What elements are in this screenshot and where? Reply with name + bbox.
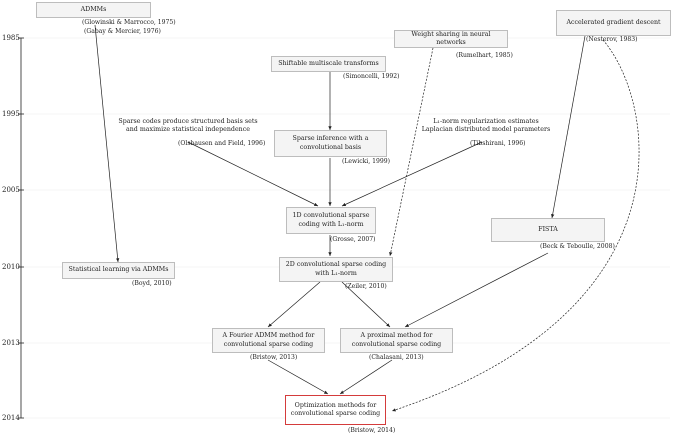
node-sparse-inference: Sparse inference with a convolutional ba…	[274, 130, 387, 157]
citation-optimization-methods: (Bristow, 2014)	[348, 427, 396, 434]
citation-conv2d: (Zeiler, 2010)	[345, 283, 387, 290]
node-accelerated-gradient: Accelerated gradient descent	[556, 10, 671, 36]
year-label-2014: 2014	[2, 414, 20, 422]
edge-conv2d-to-proximal	[341, 281, 391, 328]
edge-proximal-to-optimization	[339, 359, 393, 395]
node-conv1d-sparse-coding: 1D convolutional sparse coding with L₁-n…	[286, 207, 376, 234]
citation-sparse-inference: (Lewicki, 1999)	[342, 158, 391, 165]
node-admms: ADMMs	[36, 2, 151, 18]
node-fourier-admm: A Fourier ADMM method for convolutional …	[212, 328, 325, 353]
citation-fourier-admm: (Bristow, 2013)	[250, 354, 298, 361]
citation-fista: (Beck & Teboulle, 2008)	[540, 243, 615, 250]
node-optimization-methods: Optimization methods for convolutional s…	[285, 395, 386, 425]
citation-admms-2: (Gabay & Mercier, 1976)	[84, 28, 161, 35]
citation-statistical-learning: (Boyd, 2010)	[132, 280, 172, 287]
edge-accelerated-to-fista	[551, 35, 586, 219]
edge-fista-to-proximal	[404, 252, 549, 328]
node-statistical-learning: Statistical learning via ADMMs	[62, 262, 175, 279]
year-label-2005: 2005	[2, 186, 20, 194]
citation-weight-sharing: (Rumelhart, 1985)	[456, 52, 513, 59]
citation-shiftable-transforms: (Simoncelli, 1992)	[343, 73, 400, 80]
node-weight-sharing: Weight sharing in neural networks	[394, 30, 508, 48]
edge-fourier-admm-to-optimization	[267, 359, 329, 395]
citation-conv1d: (Grosse, 2007)	[330, 236, 376, 243]
citation-accelerated-gradient: (Nesterov, 1983)	[586, 36, 638, 43]
node-l1-regularization: L₁-norm regularization estimates Laplaci…	[421, 117, 551, 133]
edge-l1-regularization-to-conv1d	[341, 141, 483, 207]
node-sparse-codes: Sparse codes produce structured basis se…	[118, 117, 258, 133]
edge-sparse-codes-to-conv1d	[187, 141, 319, 207]
citation-l1-regularization: (Tibshirani, 1996)	[470, 140, 526, 147]
edge-accelerated-to-optimization	[391, 39, 640, 412]
year-label-2010: 2010	[2, 263, 20, 271]
year-label-2013: 2013	[2, 339, 20, 347]
edge-admms-to-statistical-learning	[94, 24, 120, 263]
edge-conv2d-to-fourier-admm	[267, 281, 321, 328]
year-label-1985: 1985	[2, 34, 20, 42]
node-fista: FISTA	[491, 218, 605, 242]
node-proximal-method: A proximal method for convolutional spar…	[340, 328, 453, 353]
citation-sparse-codes: (Olshausen and Field, 1996)	[178, 140, 266, 147]
node-conv2d-sparse-coding: 2D convolutional sparse coding with L₁-n…	[279, 257, 393, 282]
edge-weight-sharing-to-conv2d	[389, 47, 434, 257]
node-shiftable-transforms: Shiftable multiscale transforms	[271, 56, 386, 72]
citation-proximal-method: (Chalasani, 2013)	[369, 354, 424, 361]
year-label-1995: 1995	[2, 110, 20, 118]
citation-admms-1: (Glowinski & Marrocco, 1975)	[82, 19, 176, 26]
